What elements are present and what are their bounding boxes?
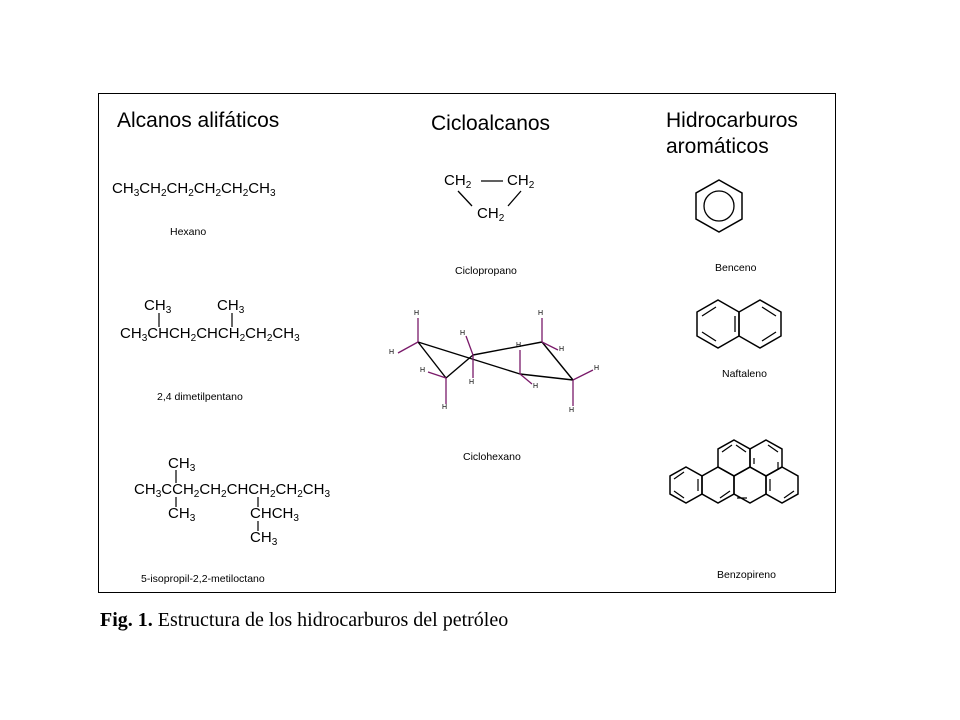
benceno-name: Benceno bbox=[715, 262, 757, 274]
ring-bond bbox=[519, 373, 574, 381]
isopropil-name: 5-isopropil-2,2-metiloctano bbox=[141, 573, 265, 585]
double-bond bbox=[783, 490, 795, 499]
benzopireno-double-bonds bbox=[673, 444, 795, 499]
dimetilpentano-main-chain: CH3CHCH2CHCH2CH2CH3 bbox=[120, 325, 300, 344]
h-bond bbox=[541, 341, 559, 351]
h-label: H bbox=[469, 379, 475, 386]
ciclohexano-name: Ciclohexano bbox=[463, 451, 521, 463]
dimetilpentano-branch-1: CH3 bbox=[144, 297, 172, 316]
benzopireno-rings bbox=[669, 439, 799, 504]
naftaleno-name: Naftaleno bbox=[722, 368, 767, 380]
h-label: H bbox=[594, 365, 600, 372]
isopropil-lower-branch: CH3 bbox=[168, 505, 196, 524]
h-label: H bbox=[420, 367, 426, 374]
double-bond bbox=[673, 490, 685, 499]
benzopireno-ring bbox=[701, 466, 735, 504]
ring-bond bbox=[472, 341, 543, 356]
isopropil-top-branch: CH3 bbox=[168, 455, 196, 474]
benceno-circle bbox=[703, 190, 735, 222]
double-bond bbox=[673, 471, 685, 480]
caption-text: Estructura de los hidrocarburos del petr… bbox=[157, 609, 509, 631]
ring-bond bbox=[417, 341, 447, 379]
h-label: H bbox=[442, 404, 448, 411]
h-bond bbox=[465, 335, 474, 356]
h-label: H bbox=[516, 342, 522, 349]
ciclopropano-atom-right: CH2 bbox=[507, 172, 535, 191]
dimetilpentano-branch-2: CH3 bbox=[217, 297, 245, 316]
hexano-name: Hexano bbox=[170, 226, 207, 238]
h-bond bbox=[519, 373, 533, 385]
double-bond bbox=[721, 444, 733, 453]
ciclohexano-ring bbox=[417, 341, 574, 381]
heading-aromaticos-line2: aromáticos bbox=[666, 135, 769, 158]
benzopireno-ring bbox=[669, 466, 703, 504]
h-label: H bbox=[414, 310, 420, 317]
benzopireno-ring bbox=[717, 439, 751, 477]
h-label: H bbox=[389, 349, 395, 356]
ciclopropano-atom-left: CH2 bbox=[444, 172, 472, 191]
figure-caption: Fig. 1. Estructura de los hidrocarburos … bbox=[100, 609, 508, 632]
h-bond bbox=[572, 369, 594, 381]
double-bond bbox=[719, 490, 731, 499]
double-bond bbox=[735, 444, 747, 453]
double-bond bbox=[761, 331, 777, 342]
naftaleno-double-bonds bbox=[701, 306, 777, 342]
ring-bond bbox=[541, 341, 574, 381]
benzopireno-ring bbox=[749, 439, 783, 477]
h-label: H bbox=[538, 310, 544, 317]
hexano-formula: CH3CH2CH2CH2CH2CH3 bbox=[112, 180, 276, 199]
h-bond bbox=[427, 371, 447, 379]
figure-frame bbox=[98, 93, 836, 593]
double-bond bbox=[701, 331, 717, 342]
benzopireno-ring bbox=[765, 466, 799, 504]
isopropil-isopropyl-end: CH3 bbox=[250, 529, 278, 548]
h-label: H bbox=[533, 383, 539, 390]
benceno-ring bbox=[695, 179, 743, 233]
ring-bond bbox=[445, 354, 474, 379]
double-bond bbox=[767, 444, 779, 453]
ciclopropano-name: Ciclopropano bbox=[455, 265, 517, 277]
double-bond bbox=[761, 306, 777, 317]
double-bond bbox=[701, 306, 717, 317]
ring-bond bbox=[417, 341, 521, 375]
bond-line bbox=[507, 190, 522, 207]
h-label: H bbox=[559, 346, 565, 353]
caption-label: Fig. 1. bbox=[100, 609, 153, 631]
heading-aromaticos-line1: Hidrocarburos bbox=[666, 109, 798, 132]
benzopireno-name: Benzopireno bbox=[717, 569, 776, 581]
h-label: H bbox=[460, 330, 466, 337]
heading-alcanos: Alcanos alifáticos bbox=[117, 109, 280, 132]
dimetilpentano-name: 2,4 dimetilpentano bbox=[157, 391, 243, 403]
heading-cicloalcanos: Cicloalcanos bbox=[431, 112, 551, 135]
h-bond bbox=[397, 341, 419, 354]
ciclopropano-atom-bottom: CH2 bbox=[477, 205, 505, 224]
naftaleno-ring-right bbox=[738, 299, 782, 349]
isopropil-main-chain: CH3CCH2CH2CHCH2CH2CH3 bbox=[134, 481, 331, 500]
bond-line bbox=[457, 190, 473, 207]
naftaleno-rings bbox=[696, 299, 782, 349]
h-label: H bbox=[569, 407, 575, 414]
ciclohexano-h-bonds bbox=[397, 318, 594, 406]
isopropil-isopropyl: CHCH3 bbox=[250, 505, 299, 524]
